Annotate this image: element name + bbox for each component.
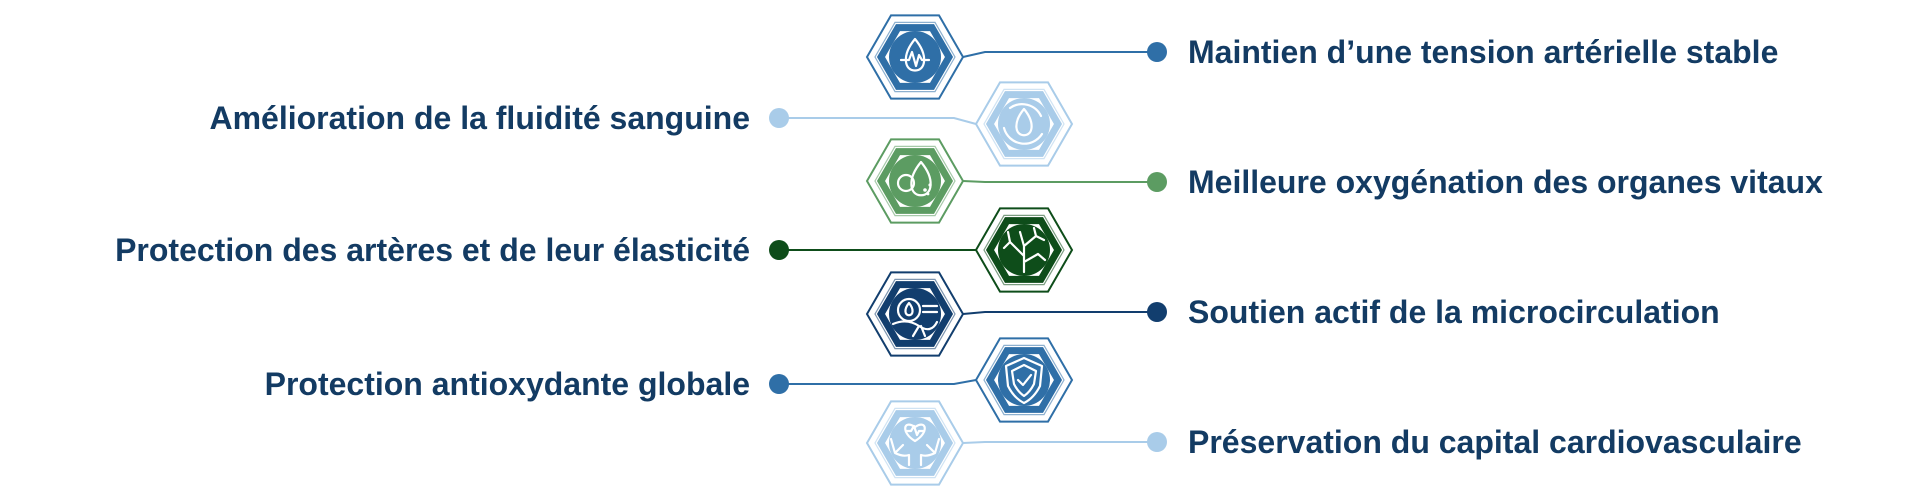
benefit-item: Protection des artères et de leur élasti…: [115, 207, 1074, 293]
hexagon-badge: [865, 271, 965, 357]
hexagon-badge: [865, 14, 965, 100]
shield-check-icon: [1004, 356, 1044, 405]
hexagon-badge: [974, 207, 1074, 293]
microcirculation-icon: [891, 297, 939, 338]
benefit-item: Meilleure oxygénation des organes vitaux: [865, 138, 1823, 224]
benefit-label: Maintien d’une tension artérielle stable: [1188, 34, 1778, 70]
connector-line: [779, 117, 977, 125]
connector-line: [779, 379, 977, 385]
benefit-label: Protection des artères et de leur élasti…: [115, 232, 750, 268]
artery-branches-icon: [1002, 226, 1047, 274]
hexagon-badge: [974, 81, 1074, 167]
benefit-label: Préservation du capital cardiovasculaire: [1188, 424, 1802, 460]
benefit-item: Soutien actif de la microcirculation: [865, 271, 1720, 357]
connector-line: [962, 51, 1157, 58]
benefit-item: Protection antioxydante globale: [265, 337, 1074, 423]
benefit-label: Meilleure oxygénation des organes vitaux: [1188, 164, 1823, 200]
connector-dot: [769, 108, 789, 128]
connector-dot: [1147, 432, 1167, 452]
benefit-label: Soutien actif de la microcirculation: [1188, 294, 1720, 330]
connector-dot: [1147, 302, 1167, 322]
hexagon-badge: [865, 400, 965, 486]
hands-heart-icon: [889, 423, 941, 467]
connector-line: [962, 441, 1157, 444]
benefit-item: Amélioration de la fluidité sanguine: [209, 81, 1074, 167]
fluid-drop-cycle-icon: [1002, 103, 1044, 145]
hexagon-badge: [865, 138, 965, 224]
benefit-label: Protection antioxydante globale: [265, 366, 750, 402]
connector-dot: [1147, 172, 1167, 192]
benefit-label: Amélioration de la fluidité sanguine: [209, 100, 750, 136]
oxygen-drop-icon: [896, 160, 932, 197]
connector-line: [962, 180, 1157, 183]
hexagon-badge: [974, 337, 1074, 423]
connector-dot: [1147, 42, 1167, 62]
benefit-item: Maintien d’une tension artérielle stable: [865, 14, 1778, 100]
connector-dot: [769, 240, 789, 260]
connector-line: [962, 311, 1157, 315]
benefit-item: Préservation du capital cardiovasculaire: [865, 400, 1802, 486]
blood-drop-pulse-icon: [899, 37, 931, 72]
connector-dot: [769, 374, 789, 394]
